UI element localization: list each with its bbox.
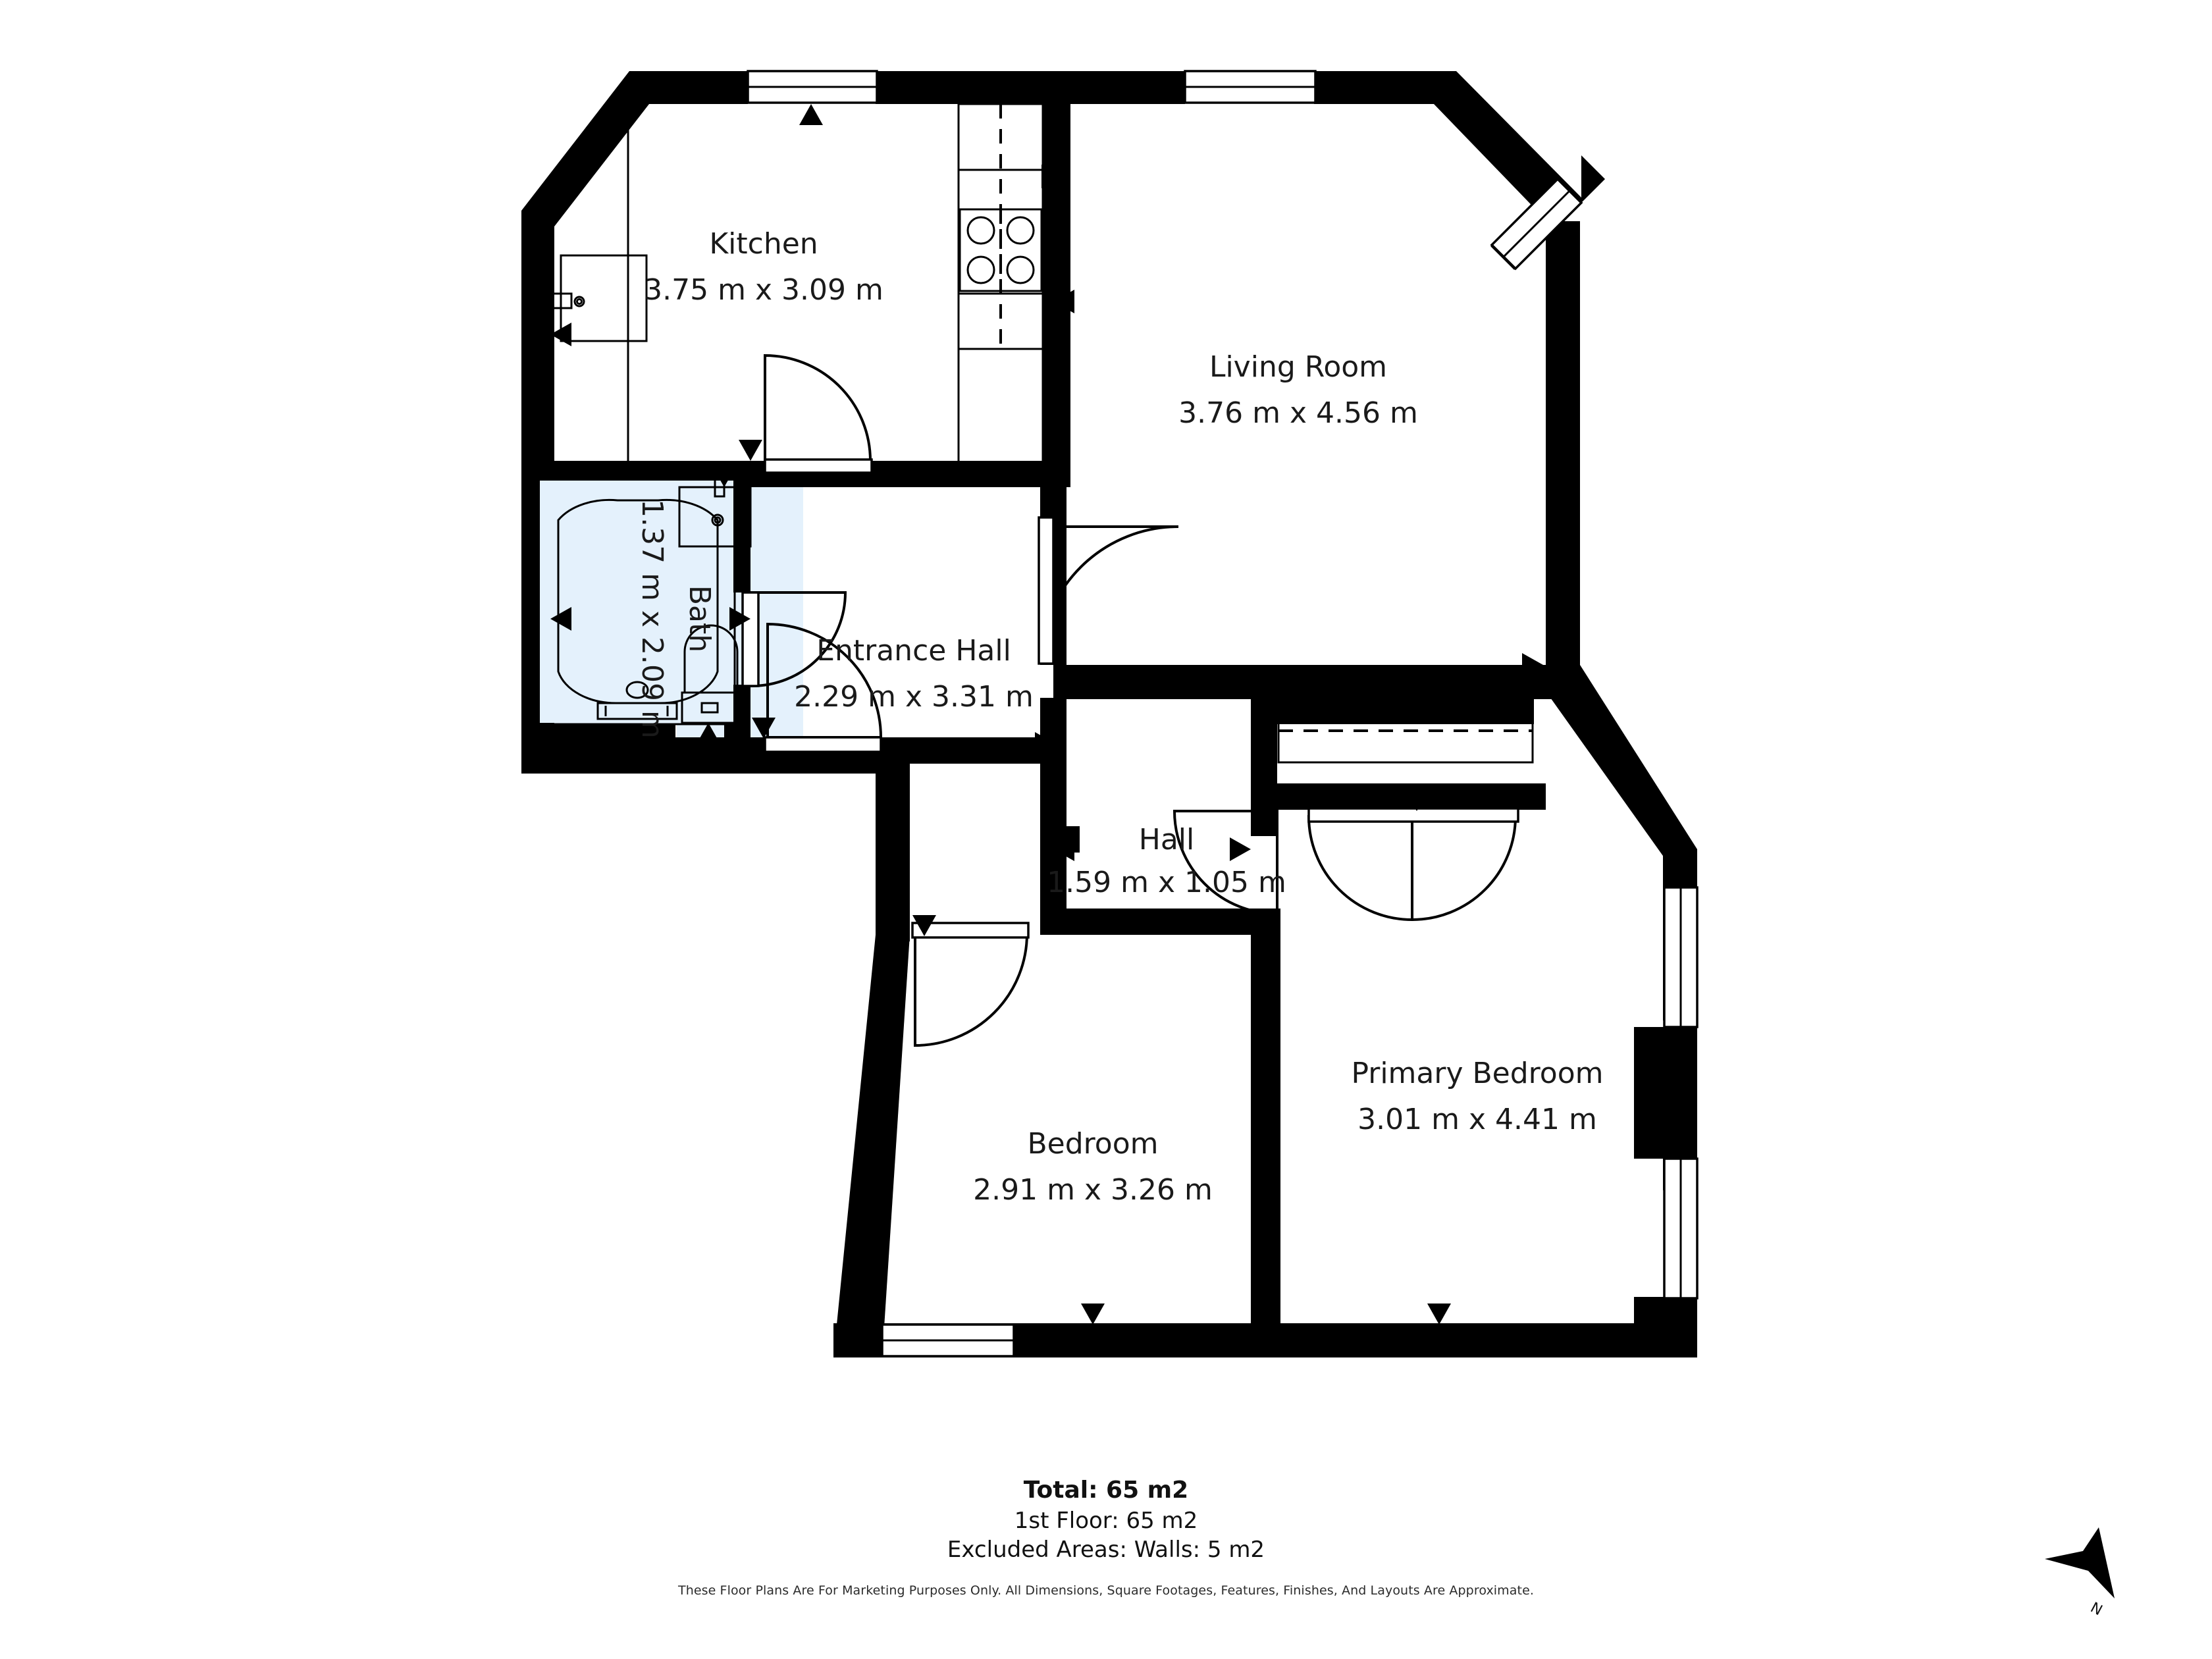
toilet-icon (681, 624, 741, 724)
compass-rose: N (2028, 1521, 2133, 1633)
counter-icon (957, 103, 1044, 474)
window-living-bay (1490, 177, 1583, 271)
dimension-arrows (550, 104, 1543, 1325)
room-label-hall: Hall 1.59 m x 1.05 m (1047, 823, 1286, 899)
door-kitchen (764, 354, 873, 474)
windows (747, 70, 1698, 1357)
room-labels: Kitchen 3.75 m x 3.09 m Living Room 3.76… (635, 227, 1604, 1207)
room-label-bedroom: Bedroom 2.91 m x 3.26 m (973, 1127, 1213, 1207)
room-dim-entrance-hall: 2.29 m x 3.31 m (794, 680, 1034, 714)
room-name-bedroom: Bedroom (1027, 1127, 1158, 1161)
room-dim-primary-bedroom: 3.01 m x 4.41 m (1357, 1103, 1597, 1136)
excluded-area-label: Excluded Areas: Walls: 5 m2 (947, 1537, 1265, 1564)
total-area-label: Total: 65 m2 (1023, 1477, 1189, 1504)
room-dim-hall: 1.59 m x 1.05 m (1047, 866, 1286, 899)
room-name-entrance-hall: Entrance Hall (816, 634, 1011, 668)
kitchen-sink-icon (549, 254, 648, 342)
room-name-hall: Hall (1139, 823, 1195, 856)
doors (741, 354, 1519, 1047)
door-living-room (1038, 516, 1179, 665)
compass-north-arrow-icon (2045, 1527, 2115, 1598)
room-label-entrance-hall: Entrance Hall 2.29 m x 3.31 m (794, 634, 1034, 714)
room-label-bath: Bath (683, 585, 716, 652)
closet-icon (1277, 698, 1534, 764)
disclaimer-text: These Floor Plans Are For Marketing Purp… (677, 1583, 1535, 1598)
door-hall (1172, 810, 1278, 916)
door-bedroom (911, 922, 1030, 1047)
room-dim-bath-group: 1.37 m x 2.09 m (635, 499, 669, 739)
room-dim-living-room: 3.76 m x 4.56 m (1178, 396, 1418, 430)
window-kitchen-north (747, 70, 878, 104)
room-label-kitchen: Kitchen 3.75 m x 3.09 m (644, 227, 883, 307)
room-dim-kitchen: 3.75 m x 3.09 m (644, 273, 883, 307)
door-primary-bedroom-right (1307, 807, 1519, 922)
door-entrance-hall-south (764, 622, 883, 753)
floor-area-label: 1st Floor: 65 m2 (1014, 1507, 1198, 1534)
room-dim-bath: 1.37 m x 2.09 m (635, 499, 669, 739)
room-label-living-room: Living Room 3.76 m x 4.56 m (1178, 350, 1418, 430)
stove-four-burner-icon (959, 208, 1043, 292)
room-name-kitchen: Kitchen (709, 227, 818, 261)
window-bedroom-south (881, 1323, 1015, 1357)
window-living-north (1184, 70, 1317, 104)
room-dim-bedroom: 2.91 m x 3.26 m (973, 1173, 1213, 1207)
area-summary: Total: 65 m2 1st Floor: 65 m2 Excluded A… (0, 1475, 2212, 1565)
window-primary-east-upper (1663, 886, 1698, 1028)
room-name-bath: Bath (683, 585, 716, 652)
room-name-primary-bedroom: Primary Bedroom (1351, 1057, 1603, 1090)
room-name-living-room: Living Room (1209, 350, 1387, 384)
room-label-primary-bedroom: Primary Bedroom 3.01 m x 4.41 m (1351, 1057, 1603, 1136)
door-primary-bedroom-left (1307, 815, 1413, 922)
bathtub-icon (537, 478, 736, 725)
fixtures (537, 103, 1534, 764)
window-primary-east-lower (1663, 1157, 1698, 1300)
